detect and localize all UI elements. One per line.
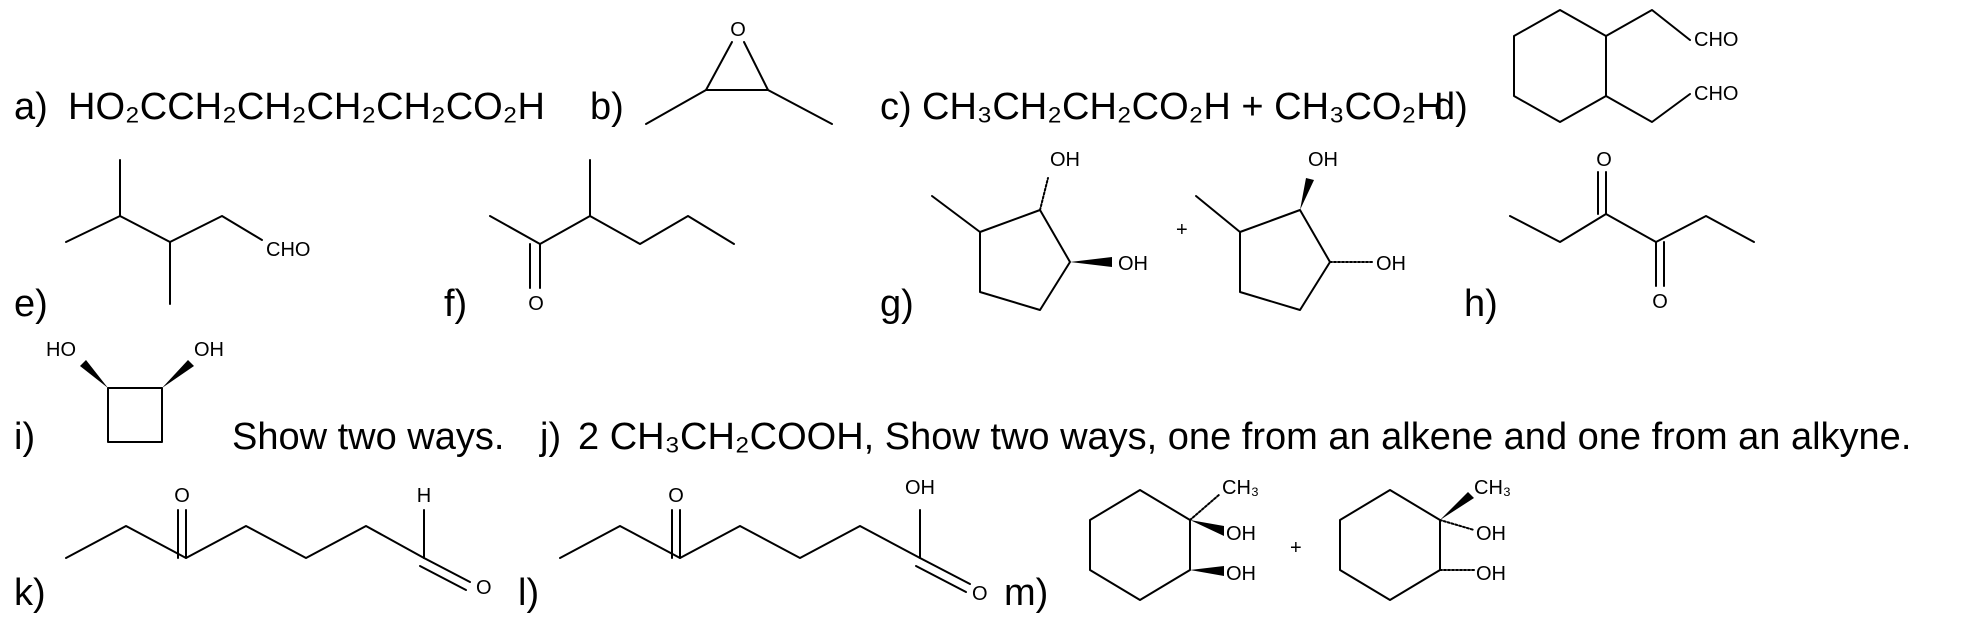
structure-k: O H O (65, 485, 492, 599)
atom-hydroxyl: OH (1308, 149, 1338, 171)
atom-hydroxyl: OH (1226, 563, 1256, 585)
label-d: d) (1434, 86, 1468, 128)
atom-methyl: CH₃ (1474, 477, 1511, 499)
atom-cho: CHO (266, 239, 310, 261)
structure-l: O OH O (559, 477, 988, 605)
plus-sign: + (1290, 537, 1302, 559)
atom-oxygen: O (476, 577, 492, 599)
label-k: k) (14, 572, 46, 614)
label-c: c) (880, 86, 912, 128)
structure-g-left: OH OH (931, 149, 1148, 311)
atom-cho: CHO (1694, 29, 1738, 51)
label-m: m) (1004, 572, 1049, 614)
structure-f: O (489, 159, 735, 315)
atom-oxygen: O (668, 485, 684, 507)
label-g: g) (880, 283, 914, 325)
structure-h: O O (1509, 149, 1755, 313)
structure-m-left: CH₃ OH OH (1089, 477, 1259, 601)
structure-e: CHO (65, 159, 310, 305)
atom-hydroxyl: OH (1050, 149, 1080, 171)
atom-hydrogen: H (417, 485, 431, 507)
atom-methyl: CH₃ (1222, 477, 1259, 499)
formula-a: HO₂CCH₂CH₂CH₂CH₂CO₂H (68, 86, 545, 128)
text-j: 2 CH₃CH₂COOH, Show two ways, one from an… (578, 416, 1912, 458)
label-j: j) (540, 416, 562, 458)
text-i: Show two ways. (232, 416, 505, 458)
atom-hydroxyl: OH (1376, 253, 1406, 275)
label-f: f) (444, 283, 468, 325)
structure-g-right: OH OH (1195, 149, 1406, 311)
label-e: e) (14, 283, 48, 325)
structure-d: CHO CHO (1513, 9, 1738, 123)
atom-hydroxyl-left: HO (46, 339, 76, 361)
atom-hydroxyl: OH (1226, 523, 1256, 545)
atom-oxygen: O (174, 485, 190, 507)
atom-hydroxyl: OH (1476, 563, 1506, 585)
label-l: l) (518, 572, 540, 614)
structure-b-epoxide: O (645, 19, 833, 125)
atom-oxygen: O (528, 293, 544, 315)
structure-i: HO OH (46, 339, 224, 443)
atom-hydroxyl: OH (1476, 523, 1506, 545)
atom-hydroxyl: OH (905, 477, 935, 499)
atom-cho: CHO (1694, 83, 1738, 105)
atom-oxygen: O (972, 583, 988, 605)
formula-c: CH₃CH₂CH₂CO₂H + CH₃CO₂H (922, 86, 1444, 128)
plus-sign: + (1176, 219, 1188, 241)
label-h: h) (1464, 283, 1498, 325)
label-a: a) (14, 86, 48, 128)
atom-oxygen: O (1596, 149, 1612, 171)
atom-oxygen: O (730, 19, 746, 41)
structure-m-right: CH₃ OH OH (1339, 477, 1511, 601)
atom-oxygen: O (1652, 291, 1668, 313)
label-b: b) (590, 86, 624, 128)
label-i: i) (14, 416, 36, 458)
atom-hydroxyl: OH (194, 339, 224, 361)
atom-hydroxyl: OH (1118, 253, 1148, 275)
